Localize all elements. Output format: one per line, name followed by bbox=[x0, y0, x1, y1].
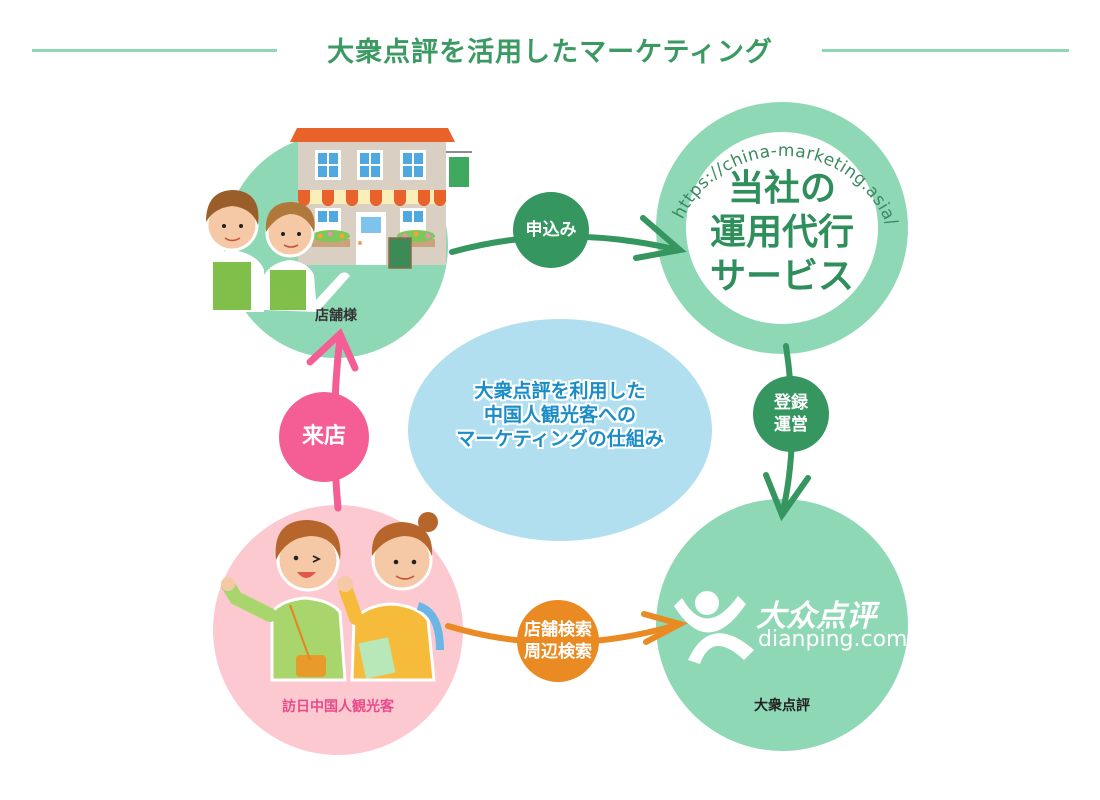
service-title-line-3: サービス bbox=[709, 256, 854, 297]
service-node-inner bbox=[686, 132, 878, 324]
search-badge: 店舗検索 周辺検索 bbox=[517, 619, 599, 663]
title-rule-right bbox=[822, 49, 1069, 52]
apply-label: 申込み bbox=[525, 220, 577, 240]
dianping-caption: 大衆点評 bbox=[754, 698, 810, 714]
dianping-logo-icon bbox=[674, 591, 754, 664]
service-title: 当社の 運用代行 サービス bbox=[702, 167, 862, 299]
dianping-logo-en: dianping.com bbox=[758, 627, 908, 652]
center-title: 大衆点評を利用した 中国人観光客への マーケティングの仕組み bbox=[410, 379, 710, 451]
register-label-line-2: 運営 bbox=[774, 415, 808, 435]
service-title-line-1: 当社の bbox=[727, 168, 836, 209]
dianping-logo-cn: 大众点评 bbox=[756, 599, 876, 634]
store-caption: 店舗様 bbox=[315, 308, 357, 324]
tourists-illustration-icon bbox=[221, 512, 444, 682]
center-title-line-2: 中国人観光客への bbox=[483, 404, 636, 426]
store-building-icon bbox=[290, 128, 472, 269]
search-badge-circle bbox=[517, 600, 599, 682]
dianping-node-circle bbox=[656, 499, 908, 751]
center-title-line-3: マーケティングの仕組み bbox=[456, 428, 664, 450]
search-label-line-2: 周辺検索 bbox=[524, 642, 592, 662]
visit-label: 来店 bbox=[301, 424, 346, 449]
apply-badge-circle bbox=[513, 192, 589, 268]
register-badge-circle bbox=[753, 376, 829, 452]
title-rule-left bbox=[32, 49, 277, 52]
store-staff-icon bbox=[201, 190, 350, 312]
apply-badge: 申込み bbox=[513, 219, 589, 241]
search-label-line-1: 店舗検索 bbox=[524, 620, 592, 640]
register-badge: 登録 運営 bbox=[753, 392, 829, 436]
diagram-title: 大衆点評を活用したマーケティング bbox=[327, 37, 773, 68]
visit-badge-circle bbox=[279, 392, 369, 482]
register-label-line-1: 登録 bbox=[774, 393, 808, 413]
tourists-caption: 訪日中国人観光客 bbox=[282, 699, 394, 715]
visit-badge: 来店 bbox=[279, 424, 369, 450]
center-ellipse bbox=[408, 319, 712, 541]
center-title-line-1: 大衆点評を利用した bbox=[474, 380, 646, 402]
service-title-line-2: 運用代行 bbox=[709, 212, 854, 253]
diagram-title-bar: 大衆点評を活用したマーケティング bbox=[0, 28, 1100, 68]
